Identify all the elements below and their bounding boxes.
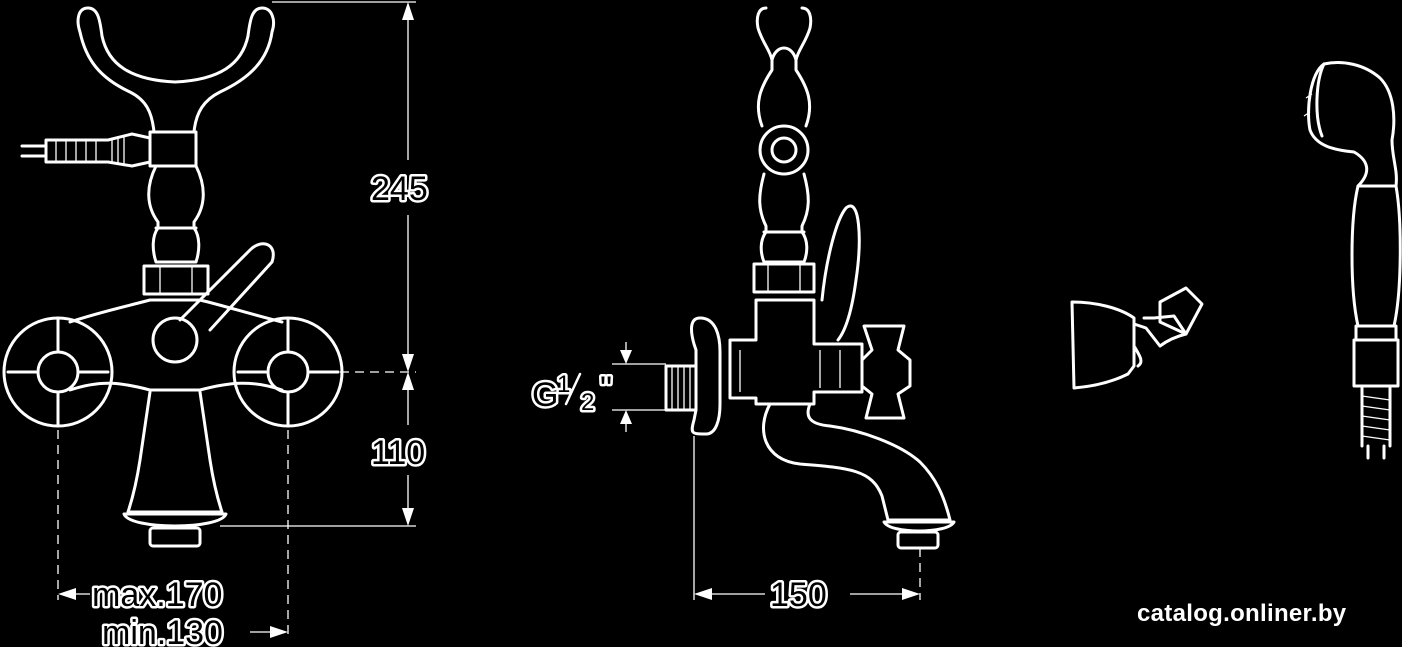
front-lever-pivot (151, 316, 199, 364)
dimension-spout-reach: 150 (770, 576, 827, 614)
side-hex-nut (752, 262, 816, 294)
dimension-width-min: min.130 (102, 614, 223, 647)
hand-shower-collar (1354, 324, 1398, 342)
dimension-thread-fraction-bar (564, 372, 582, 406)
front-riser (147, 164, 205, 264)
dimension-width-max: max.170 (92, 576, 222, 614)
front-left-handle (2, 316, 114, 428)
dimension-thread-inch-mark: " (600, 370, 612, 408)
front-hex-nut (142, 264, 210, 296)
dimension-height-upper: 245 (371, 170, 428, 208)
side-thread-connector (664, 364, 698, 412)
front-body (68, 298, 284, 392)
dimension-thread-denominator: 2 (581, 389, 594, 416)
side-cross-handle (860, 324, 912, 420)
front-diverter-lever (178, 242, 275, 332)
side-body (728, 298, 864, 406)
dimension-thread-numerator: 1 (557, 371, 570, 398)
front-aerator (148, 526, 202, 548)
side-spout (762, 402, 952, 522)
side-shower-holder (755, 6, 813, 128)
side-wall-flange (690, 316, 722, 436)
side-riser (758, 172, 810, 264)
watermark: catalog.onliner.by (1137, 600, 1347, 627)
front-spout (126, 390, 224, 514)
side-diverter-lever (820, 204, 861, 342)
front-hose-thread (44, 132, 152, 168)
front-shower-holder (76, 6, 276, 134)
wall-bracket (1070, 286, 1204, 390)
wall-bracket-plate (1070, 300, 1136, 390)
side-aerator (896, 530, 940, 550)
side-dimensions (612, 342, 921, 600)
hand-shower-head (1307, 61, 1398, 188)
side-swivel-joint (758, 124, 810, 176)
hand-shower-nut (1352, 338, 1400, 388)
front-hose-connector (148, 130, 198, 168)
front-dimensions (57, 1, 416, 640)
hand-shower-handle (1350, 184, 1402, 328)
wall-bracket-arm (1132, 314, 1188, 348)
wall-bracket-holder (1158, 286, 1204, 336)
hand-shower (1303, 61, 1402, 460)
dimension-thread-main: G (532, 376, 558, 414)
side-view (664, 6, 956, 550)
front-view (2, 6, 344, 548)
dimension-height-lower: 110 (371, 434, 425, 472)
